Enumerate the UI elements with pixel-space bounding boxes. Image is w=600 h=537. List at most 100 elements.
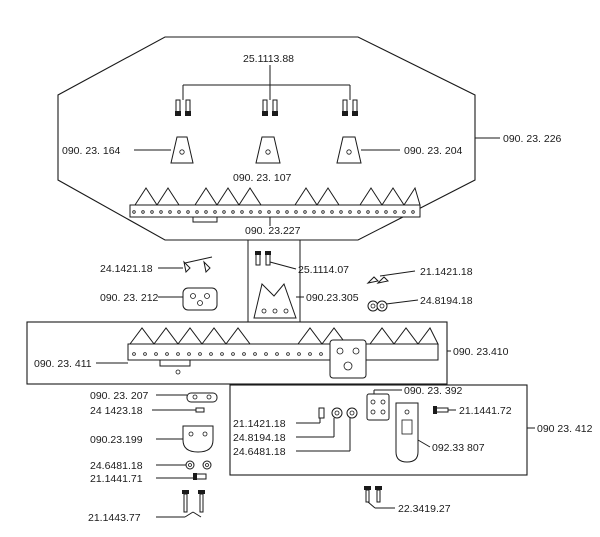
rivet-hole	[286, 352, 290, 356]
label-24-6481-18-left: 24.6481.18	[90, 460, 143, 472]
rivet-hole	[195, 210, 199, 214]
plate-090-23-212	[158, 287, 218, 311]
spacer-24-1423-18	[152, 407, 205, 413]
rivet-hole	[330, 210, 334, 214]
rivet-hole	[319, 352, 323, 356]
rivet-hole	[303, 210, 307, 214]
rivet-hole	[276, 210, 280, 214]
label-24-8194-18-box: 24.8194.18	[233, 432, 286, 444]
rivet-hole	[308, 352, 312, 356]
label-090-23-227: 090. 23.227	[245, 225, 301, 237]
washer-24-8194-18-top	[367, 299, 419, 312]
rivet-hole	[258, 210, 262, 214]
label-21-1443-77: 21.1443.77	[88, 512, 141, 524]
washer-24-8194-18-box	[296, 407, 343, 438]
rivet-hole	[384, 210, 388, 214]
label-21-1441-71: 21.1441.71	[90, 473, 143, 485]
bolt-21-1441-72	[433, 406, 456, 414]
rivet-hole	[240, 210, 244, 214]
label-090-23-204: 090. 23. 204	[404, 145, 463, 157]
rivet-hole	[176, 352, 180, 356]
label-25-1113-88: 25.1113.88	[243, 53, 294, 65]
rivet-hole	[150, 210, 154, 214]
rivet-hole	[267, 210, 271, 214]
rivet-hole	[168, 210, 172, 214]
label-21-1441-72: 21.1441.72	[459, 405, 512, 417]
rivet-hole	[177, 210, 181, 214]
rivet-hole	[141, 210, 145, 214]
holder-090-23-199	[156, 425, 214, 453]
rivet-hole	[242, 352, 246, 356]
rivet-hole	[209, 352, 213, 356]
label-090-23-410: 090. 23.410	[453, 346, 509, 358]
clip-090-23-207	[156, 392, 218, 403]
bolt-21-1441-71	[156, 473, 207, 480]
rivet-hole	[411, 210, 415, 214]
rivet-hole	[187, 352, 191, 356]
label-21-1421-18-box: 21.1421.18	[233, 418, 286, 430]
rivet-hole	[154, 352, 158, 356]
rivet-hole	[275, 352, 279, 356]
knife-section-090-23-107	[255, 136, 281, 164]
bolt-21-1443-77	[156, 490, 205, 518]
rivet-hole	[249, 210, 253, 214]
rivet-hole	[213, 210, 217, 214]
rivet-hole	[375, 210, 379, 214]
rivet-hole	[222, 210, 226, 214]
label-090-23-226: 090. 23. 226	[503, 133, 562, 145]
assembly-frame-090-23-410	[26, 321, 448, 385]
assembly-frame-090-23-226	[57, 36, 476, 241]
rivet-hole	[393, 210, 397, 214]
bolt-group-25-1113-88	[175, 65, 358, 116]
rivet-hole	[220, 352, 224, 356]
rivet-hole	[198, 352, 202, 356]
bolt-25-1114-07	[255, 251, 297, 270]
label-24-1423-18: 24 1423.18	[90, 405, 143, 417]
rivet-hole	[132, 210, 136, 214]
rivet-hole	[165, 352, 169, 356]
rivet-hole	[297, 352, 301, 356]
rivet-hole	[186, 210, 190, 214]
stem-frame	[247, 240, 301, 322]
label-22-3419-27: 22.3419.27	[398, 503, 451, 515]
label-090-23-199: 090.23.199	[90, 434, 143, 446]
label-090-23-411: 090. 23. 411	[34, 358, 92, 370]
label-090-23-305: 090.23.305	[306, 292, 359, 304]
label-090-23-107: 090. 23. 107	[233, 172, 292, 184]
rivet-hole	[264, 352, 268, 356]
guard-090-23-305	[253, 283, 304, 319]
nut-24-6481-18-box	[296, 407, 358, 452]
plate-092-33-807	[395, 402, 431, 463]
label-24-8194-18-top: 24.8194.18	[420, 295, 473, 307]
assembly-frame-090-23-412	[229, 384, 528, 476]
rivet-hole	[159, 210, 163, 214]
label-090-23-412: 090 23. 412	[537, 423, 593, 435]
rivet-hole	[253, 352, 257, 356]
rivet-hole	[204, 210, 208, 214]
label-090-23-164: 090. 23. 164	[62, 145, 121, 157]
bolt-22-3419-27	[364, 486, 395, 509]
nut-24-6481-18-left	[156, 460, 212, 470]
label-24-6481-18-box: 24.6481.18	[233, 446, 286, 458]
rivet-hole	[231, 352, 235, 356]
knife-section-090-23-164	[134, 136, 194, 164]
label-090-23-207: 090. 23. 207	[90, 390, 149, 402]
rivet-hole	[402, 210, 406, 214]
rivet-hole	[312, 210, 316, 214]
rivet-hole	[339, 210, 343, 214]
label-090-23-392: 090. 23. 392	[404, 385, 463, 397]
knife-bar-090-23-411	[96, 327, 439, 379]
rivet-hole	[285, 210, 289, 214]
rivet-21-1421-18-top	[366, 270, 416, 284]
bracket-090-23-392	[366, 389, 402, 421]
label-25-1114-07: 25.1114.07	[298, 264, 349, 276]
label-21-1421-18-top: 21.1421.18	[420, 266, 473, 278]
rivet-hole	[132, 352, 136, 356]
knife-section-090-23-204	[336, 136, 400, 164]
label-092-33-807: 092.33 807	[432, 442, 485, 454]
label-090-23-212: 090. 23. 212	[100, 292, 159, 304]
rivet-21-1421-18-box	[296, 407, 325, 424]
rivet-hole	[321, 210, 325, 214]
rivet-hole	[348, 210, 352, 214]
